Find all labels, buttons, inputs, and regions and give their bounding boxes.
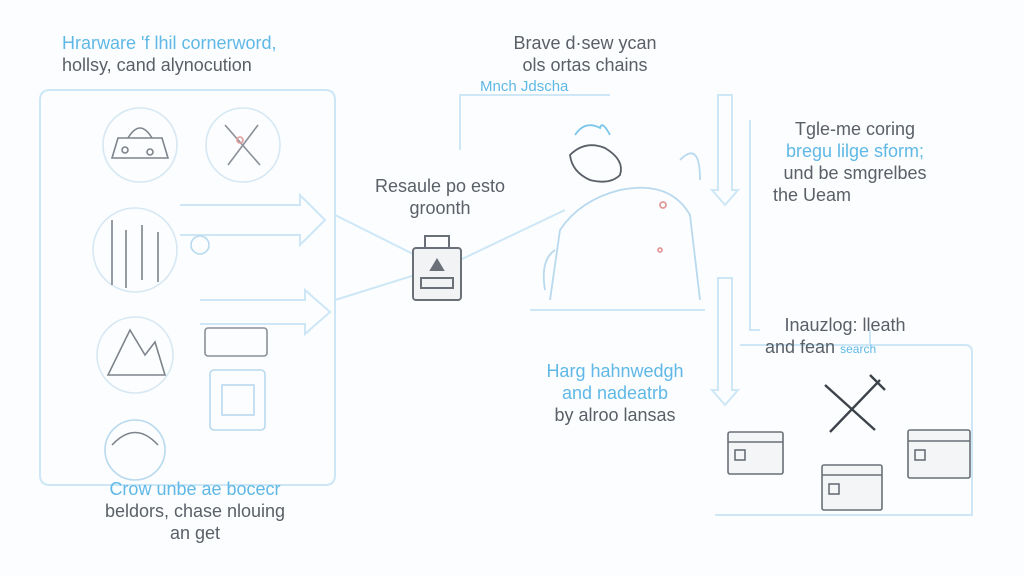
arrow-right-bottom [709,277,741,407]
connector-b [334,274,416,301]
panel-icon [204,327,268,431]
label-top-center-line3: Mnch Jdscha [480,78,569,95]
right-top-frame [749,120,760,331]
label-top-center-line2: ols ortas chains [522,55,648,75]
mascot-creature-icon [542,152,701,301]
window-card-icon [907,429,971,479]
label-right-mid-line1: Inauzlog: lleath [784,315,906,335]
label-bottom-left-line2: beldors, chase nlouing [104,501,286,521]
label-right-mid-line2: and fean search [755,336,935,360]
mountain-icon [96,316,174,394]
label-right-top-line2: bregu lilge sform; [785,141,925,161]
mascot-head-icon [569,124,622,183]
connector-a [334,214,416,256]
label-right-top: Tgle-me coring bregu lilge sform; und be… [755,118,955,206]
right-bottom-frame [715,344,973,516]
picnic-basket-icon [102,107,178,183]
label-right-top-line4: the Ueam [773,185,852,205]
window-card-icon [727,431,784,475]
label-top-left: Hrarware 'f lhil cornerword, hollsy, can… [62,32,352,76]
label-top-center-line1: Brave d·sew ycan [513,33,657,53]
crossed-tools-icon [824,374,886,433]
padlock-device-icon [412,235,462,301]
window-card-icon [821,464,883,511]
label-bottom-left-line3: an get [169,523,221,543]
label-right-top-line3: und be smgrelbes [783,163,927,183]
label-right-mid: Inauzlog: lleath and fean search [755,314,935,360]
label-right-mid-line2-text: and fean [765,337,836,357]
label-bottom-center-line3: by alroo lansas [554,405,676,425]
connector-c [459,209,566,261]
label-center-text: Resaule po esto groonth [374,176,506,218]
label-right-mid-line3-text: search [840,342,877,356]
globe-icon [104,419,166,481]
label-bottom-center-line2: and nadeatrb [561,383,669,403]
label-bottom-center: Harg hahnwedgh and nadeatrb by alroo lan… [520,360,710,426]
label-top-left-line1: Hrarware 'f lhil cornerword, [62,33,277,53]
label-right-top-line1: Tgle-me coring [794,119,916,139]
label-bottom-left-line1: Crow unbe ae bocecr [109,479,281,499]
top-center-frame [459,94,610,150]
label-top-left-line2: hollsy, cand alynocution [62,55,252,75]
bar-lines-icon [92,207,210,293]
label-center: Resaule po esto groonth [340,175,540,219]
label-bottom-center-line1: Harg hahnwedgh [546,361,684,381]
arrow-upper [180,192,327,248]
arrow-lower [200,287,332,337]
label-bottom-left: Crow unbe ae bocecr beldors, chase nloui… [60,478,330,544]
left-panel-frame [39,89,336,486]
crossed-sticks-icon [205,107,281,183]
label-top-center: Brave d·sew ycan ols ortas chains Mnch J… [480,32,690,98]
arrow-right-top [709,94,741,207]
